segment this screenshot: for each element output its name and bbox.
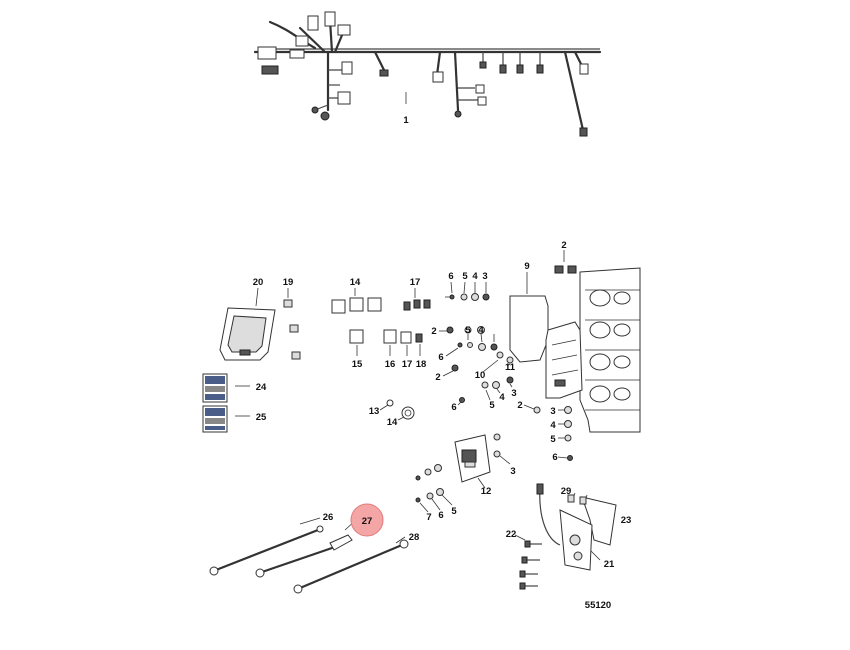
decal-23[interactable] [202,373,228,403]
bolts[interactable] [519,540,542,590]
callout-11[interactable]: 12 [481,486,492,497]
electrical-cover[interactable] [219,307,276,361]
callout-5[interactable]: 5 [489,400,495,411]
callout-5[interactable]: 5 [465,325,471,336]
voltage-regulator[interactable] [536,483,617,571]
callout-17[interactable]: 17 [410,277,421,288]
callout-27[interactable]: 28 [409,532,420,543]
leader-lines [299,281,612,561]
callout-6[interactable]: 6 [451,402,456,413]
callout-4[interactable]: 4 [472,271,478,282]
relays[interactable] [331,297,431,344]
wiring-harness[interactable] [253,11,602,137]
callout-6[interactable]: 6 [552,452,557,463]
callout-28[interactable]: 29 [561,486,572,497]
diagram-id: 55120 [585,600,611,611]
callout-4[interactable]: 4 [499,392,505,403]
callout-2[interactable]: 2 [561,240,566,251]
callout-13[interactable]: 14 [387,417,398,428]
callout-2[interactable]: 2 [517,400,522,411]
callout-5[interactable]: 6 [438,510,443,521]
harness-clip[interactable] [554,265,577,274]
callout-4[interactable]: 4 [550,420,556,431]
callout-16[interactable]: 17 [402,359,413,370]
callout-10[interactable]: 11 [505,362,516,373]
callout-17[interactable]: 18 [416,359,427,370]
callout-5[interactable]: 5 [462,271,468,282]
fasteners[interactable] [415,293,573,503]
ring-terminal[interactable] [386,399,415,420]
callout-26[interactable]: 27 [362,516,373,527]
electrical-bracket[interactable] [509,295,583,399]
callout-4[interactable]: 4 [478,325,484,336]
callout-12[interactable]: 13 [369,406,380,417]
callout-4[interactable]: 5 [451,506,457,517]
callout-14[interactable]: 14 [350,277,361,288]
callout-19[interactable]: 20 [253,277,264,288]
callout-18[interactable]: 19 [283,277,294,288]
callout-3[interactable]: 3 [510,466,515,477]
callout-14[interactable]: 15 [352,359,363,370]
callout-6[interactable]: 6 [448,271,453,282]
callout-labels: 1 2 2 2 2 3 3 3 3 4 4 4 4 5 5 5 5 5 6 6 … [253,115,632,570]
callout-3[interactable]: 3 [550,406,555,417]
callout-6[interactable]: 6 [438,352,443,363]
callout-5[interactable]: 5 [550,434,556,445]
powerhead-block [579,267,641,433]
grommets[interactable] [283,299,301,360]
callout-23[interactable]: 24 [256,382,267,393]
callout-6[interactable]: 7 [426,512,431,523]
callout-26-highlight[interactable] [350,503,384,537]
callout-24[interactable]: 25 [256,412,267,423]
callout-2[interactable]: 2 [435,372,440,383]
ecm-module[interactable] [454,434,491,483]
callout-3[interactable]: 3 [482,271,487,282]
callout-9[interactable]: 10 [475,370,486,381]
battery-cables[interactable] [209,525,409,594]
callout-3[interactable]: 3 [511,388,516,399]
decal-24[interactable] [202,405,228,433]
callout-22[interactable]: 23 [621,515,632,526]
callout-15[interactable]: 16 [385,359,396,370]
callout-20[interactable]: 21 [604,559,615,570]
callout-2[interactable]: 2 [431,326,436,337]
callout-21[interactable]: 22 [506,529,517,540]
callout-7[interactable]: 9 [524,261,529,272]
callout-1[interactable]: 1 [403,115,409,126]
callout-25[interactable]: 26 [323,512,334,523]
